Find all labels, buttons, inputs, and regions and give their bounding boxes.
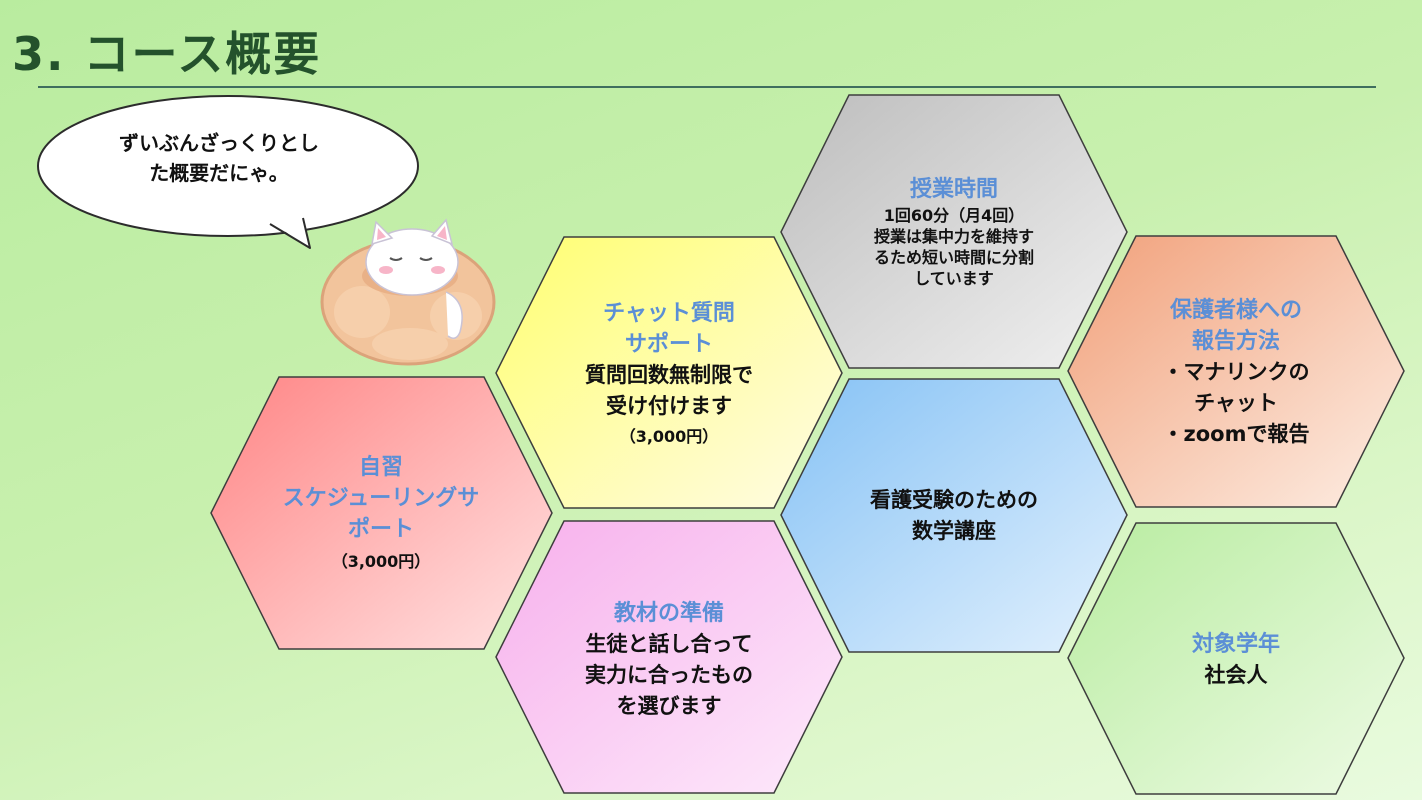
hex-target-grade-label: 対象学年 社会人 bbox=[1090, 540, 1382, 780]
hex-body-line: ・zoomで報告 bbox=[1162, 421, 1310, 446]
hex-body-line: ・マナリンクの bbox=[1162, 359, 1310, 384]
hex-heading-line: チャット質問 bbox=[603, 300, 735, 326]
hex-body-line: 受け付けます bbox=[606, 393, 732, 418]
hex-body-line: 社会人 bbox=[1204, 663, 1268, 687]
hex-heading-line: スケジューリングサ bbox=[282, 486, 480, 511]
speech-bubble bbox=[37, 95, 419, 249]
hex-body-line: 授業は集中力を維持す bbox=[873, 226, 1034, 246]
hex-materials bbox=[495, 520, 843, 794]
hex-body-line: 1回60分（月4回） bbox=[883, 205, 1025, 225]
hex-body-line: （3,000円） bbox=[619, 426, 719, 446]
hex-heading-line: ポート bbox=[347, 517, 414, 542]
hex-materials-label: 教材の準備 生徒と話し合って 実力に合ったもの を選びます bbox=[520, 540, 818, 780]
hex-body-line: 看護受験のための bbox=[870, 488, 1038, 512]
hex-lesson-time-label: 授業時間 1回60分（月4回） 授業は集中力を維持す るため短い時間に分割 して… bbox=[805, 112, 1103, 350]
hex-body-line: チャット bbox=[1194, 390, 1278, 415]
title-divider bbox=[38, 86, 1376, 88]
hex-center-course-label: 看護受験のための 数学講座 bbox=[805, 396, 1103, 636]
hex-body-line: 数学講座 bbox=[912, 519, 996, 543]
hex-body-line: 質問回数無制限で bbox=[585, 362, 753, 387]
hex-target-grade bbox=[1067, 522, 1405, 795]
sleeping-cat-illustration bbox=[320, 218, 496, 366]
hex-chat-support-label: チャット質問 サポート 質問回数無制限で 受け付けます （3,000円） bbox=[520, 252, 818, 492]
hex-heading-line: 授業時間 bbox=[909, 176, 998, 202]
hex-report-method bbox=[1067, 235, 1405, 508]
hex-body-line: を選びます bbox=[616, 694, 722, 718]
hex-body-line: （3,000円） bbox=[331, 552, 431, 571]
speech-bubble-text: ずいぶんざっくりとし た概要だにゃ。 bbox=[60, 128, 378, 188]
hex-self-study-label: 自習 スケジューリングサ ポート （3,000円） bbox=[231, 392, 531, 632]
hex-self-study bbox=[210, 376, 553, 650]
hex-heading-line: サポート bbox=[624, 331, 713, 357]
hex-heading-line: 対象学年 bbox=[1191, 632, 1280, 657]
hex-body-line: 実力に合ったもの bbox=[585, 663, 753, 687]
speech-line: ずいぶんざっくりとし bbox=[119, 131, 319, 155]
hex-heading-line: 教材の準備 bbox=[613, 601, 724, 626]
hex-center-course bbox=[780, 378, 1128, 653]
hex-lesson-time bbox=[780, 94, 1128, 369]
hex-heading-line: 報告方法 bbox=[1191, 328, 1280, 354]
hex-body-line: 生徒と話し合って bbox=[585, 632, 753, 656]
slide-title: 3. コース概要 bbox=[12, 27, 322, 81]
hex-heading-line: 保護者様への bbox=[1169, 297, 1302, 323]
hex-report-method-label: 保護者様への 報告方法 ・マナリンクの チャット ・zoomで報告 bbox=[1090, 252, 1382, 492]
hex-body-line: るため短い時間に分割 bbox=[873, 247, 1034, 267]
hex-heading-line: 自習 bbox=[358, 455, 403, 480]
speech-line: た概要だにゃ。 bbox=[149, 161, 289, 185]
hex-chat-support bbox=[495, 236, 843, 509]
hex-body-line: しています bbox=[914, 268, 994, 288]
